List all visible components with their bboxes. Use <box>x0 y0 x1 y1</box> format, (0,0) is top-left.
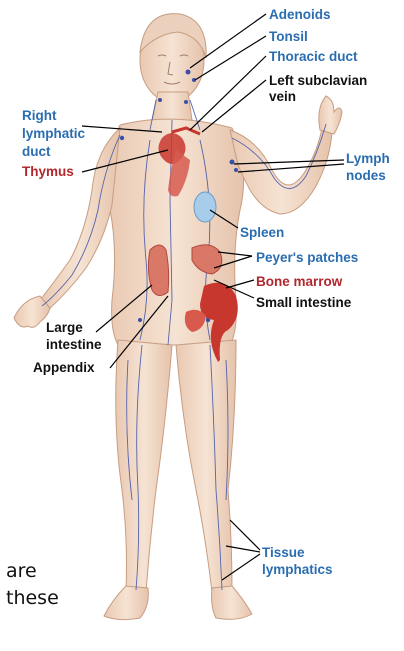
label-large-intestine-line1: Large <box>46 320 83 335</box>
label-lymph-nodes-line1: Lymph <box>346 151 390 166</box>
intestines <box>147 244 223 296</box>
label-small-intestine: Small intestine <box>256 295 352 310</box>
spleen-organ <box>193 191 217 223</box>
label-right-lymphatic-duct-line3: duct <box>22 144 51 159</box>
label-peyers-patches: Peyer's patches <box>256 250 359 265</box>
label-tonsil: Tonsil <box>269 29 308 44</box>
leader-lines <box>81 13 345 581</box>
lymph-vessels <box>41 99 327 591</box>
label-adenoids: Adenoids <box>269 7 331 22</box>
thoracic-organs <box>158 126 201 197</box>
label-thoracic-duct: Thoracic duct <box>269 49 358 64</box>
label-left-subclavian-vein-line1: Left subclavian <box>269 73 368 88</box>
body-silhouette <box>13 13 343 621</box>
label-tissue-lymphatics-line1: Tissue <box>262 545 305 560</box>
caption-line1: are <box>6 560 37 582</box>
lymph-node-dots <box>119 69 238 332</box>
label-bone-marrow: Bone marrow <box>256 274 343 289</box>
label-large-intestine-line2: intestine <box>46 337 102 352</box>
caption-line2: these <box>6 587 59 609</box>
face-details <box>157 54 189 85</box>
label-lymph-nodes-line2: nodes <box>346 168 386 183</box>
label-thymus: Thymus <box>22 164 74 179</box>
label-appendix: Appendix <box>33 360 95 375</box>
label-right-lymphatic-duct-line2: lymphatic <box>22 126 86 141</box>
label-spleen: Spleen <box>240 225 285 240</box>
label-left-subclavian-vein-line2: vein <box>269 89 297 104</box>
bone-marrow <box>184 282 238 362</box>
label-tissue-lymphatics-line2: lymphatics <box>262 562 333 577</box>
label-right-lymphatic-duct-line1: Right <box>22 108 57 123</box>
